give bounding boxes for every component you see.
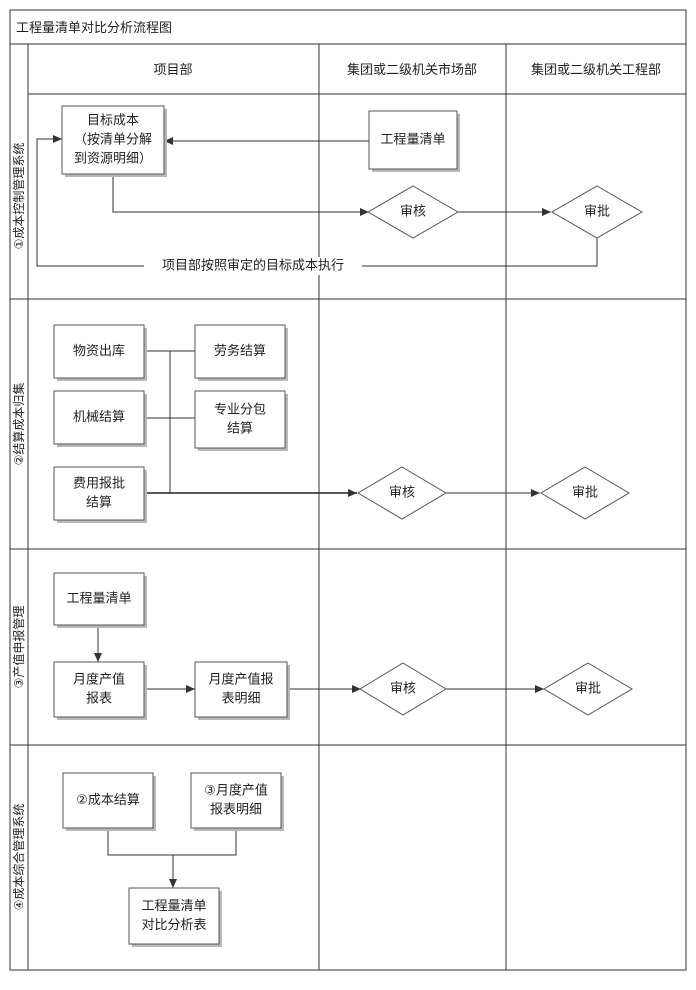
node-approve-2: 审批 xyxy=(540,466,630,520)
node-label: 目标成本 xyxy=(87,114,139,129)
node-label: 报表明细 xyxy=(210,803,262,818)
node-box xyxy=(128,887,220,945)
node-label: 结算 xyxy=(227,422,253,437)
node-labor-settle: 劳务结算 xyxy=(194,324,288,381)
node-label: 劳务结算 xyxy=(214,343,266,359)
node-bill-qty-3: 工程量清单 xyxy=(53,572,147,628)
connectors xyxy=(36,135,598,888)
node-box xyxy=(53,324,145,379)
node-label: 月度产值报 xyxy=(208,672,273,688)
edge-label-bg xyxy=(144,257,362,275)
node-box xyxy=(194,661,288,718)
node-box xyxy=(53,572,145,626)
node-label: 报表 xyxy=(86,692,112,707)
band-settlement: ②结算成本归集 xyxy=(11,383,26,466)
frame xyxy=(9,9,687,971)
node-label: 对比分析表 xyxy=(141,918,206,933)
decision-diamond xyxy=(540,466,630,520)
node-label: 工程量清单 xyxy=(66,592,131,607)
node-machine-settle: 机械结算 xyxy=(53,390,147,447)
node-box xyxy=(194,390,286,449)
band-cost-control: ①成本控制管理系统 xyxy=(11,143,26,250)
node-review-2: 审核 xyxy=(357,466,447,520)
node-label: 费用报批 xyxy=(73,477,125,492)
decision-diamond xyxy=(357,466,447,520)
node-label: 月度产值 xyxy=(73,672,125,688)
node-label: （按清单分解 xyxy=(74,133,152,148)
edge-approve-back-to-target xyxy=(36,135,598,267)
node-label: 专业分包 xyxy=(214,403,266,418)
node-review-3: 审核 xyxy=(359,662,447,716)
node-bill-qty-1: 工程量清单 xyxy=(368,110,460,172)
edge-label-execute: 项目部按照审定的目标成本执行 xyxy=(162,258,344,274)
node-box xyxy=(194,324,286,379)
node-label: 到资源明细） xyxy=(74,152,152,167)
node-box xyxy=(53,390,145,445)
lane-market: 集团或二级机关市场部 xyxy=(347,62,477,78)
node-label: 审批 xyxy=(572,486,598,501)
band-cost-integrated: ④成本综合管理系统 xyxy=(11,804,26,911)
node-cost-settle-ref: ②成本结算 xyxy=(62,772,156,831)
node-label: 物资出库 xyxy=(73,343,125,359)
node-label: 审核 xyxy=(390,682,416,697)
node-label: 审批 xyxy=(584,205,610,220)
diagram-title: 工程量清单对比分析流程图 xyxy=(16,21,172,36)
node-label: 机械结算 xyxy=(73,410,125,425)
node-label: 审核 xyxy=(389,486,415,501)
node-box xyxy=(61,105,165,175)
node-label: 审批 xyxy=(575,682,601,697)
node-box xyxy=(53,466,145,521)
node-label: 审核 xyxy=(400,205,426,220)
node-label: ③月度产值 xyxy=(204,783,268,799)
edge-merge-to-compare xyxy=(107,828,237,888)
node-material-out: 物资出库 xyxy=(53,324,147,381)
decision-diamond xyxy=(551,185,643,239)
node-approve-1: 审批 xyxy=(551,185,643,239)
node-label: ②成本结算 xyxy=(76,793,140,808)
decision-diamond xyxy=(367,185,459,239)
node-approve-3: 审批 xyxy=(543,662,633,716)
node-box xyxy=(368,110,458,170)
decision-diamond xyxy=(359,662,447,716)
node-label: 表明细 xyxy=(221,692,260,707)
node-box xyxy=(62,772,154,829)
node-box xyxy=(190,772,282,829)
band-output-value: ③产值申报管理 xyxy=(11,606,26,689)
lane-engineering: 集团或二级机关工程部 xyxy=(531,62,661,78)
lane-project: 项目部 xyxy=(153,63,192,78)
nodes: 目标成本（按清单分解到资源明细）工程量清单审核审批物资出库劳务结算机械结算专业分… xyxy=(53,105,643,947)
node-review-1: 审核 xyxy=(367,185,459,239)
node-label: 结算 xyxy=(86,496,112,511)
edge-target-to-review xyxy=(112,174,369,216)
node-label: 工程量清单 xyxy=(141,899,206,914)
decision-diamond xyxy=(543,662,633,716)
node-box xyxy=(53,661,145,718)
node-label: 工程量清单 xyxy=(380,133,445,148)
